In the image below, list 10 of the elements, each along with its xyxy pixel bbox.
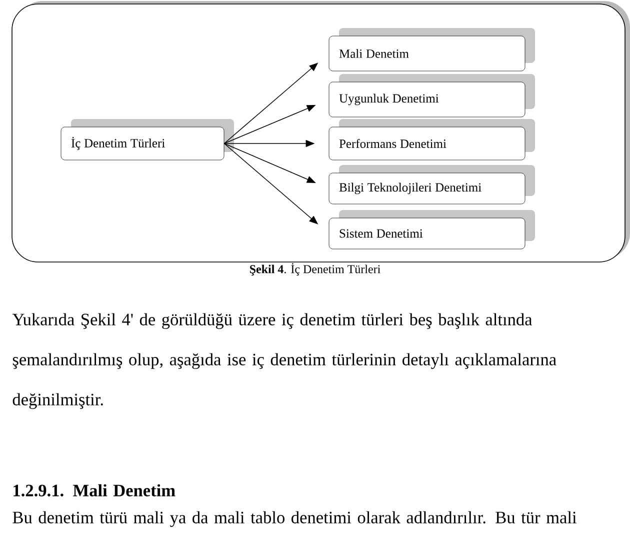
process-box: Sistem Denetimi (328, 210, 535, 250)
process-box: Mali Denetim (328, 28, 535, 72)
caption: Şekil 4. İç Denetim Türleri (250, 263, 380, 276)
paragraph: Yukarıda Şekil 4' de görüldüğü üzere iç denetim türleri beş başlık altında şemalandırılmış olup, aşağıda ise iç denetim türlerinin detaylı açıklamalarına değinilmiştir. (12, 313, 556, 409)
process-box: Performans Denetimi (328, 119, 535, 160)
process-box: Uygunluk Denetimi (328, 74, 535, 118)
process-box: İç Denetim Türleri (60, 119, 234, 160)
section-heading: 1.2.9.1. Mali Denetim (14, 484, 176, 496)
process-box: Bilgi Teknolojileri Denetimi (328, 165, 535, 204)
paragraph: Bu denetim türü mali ya da mali tablo denetimi olarak adlandırılır. Bu tür mali (12, 511, 576, 527)
